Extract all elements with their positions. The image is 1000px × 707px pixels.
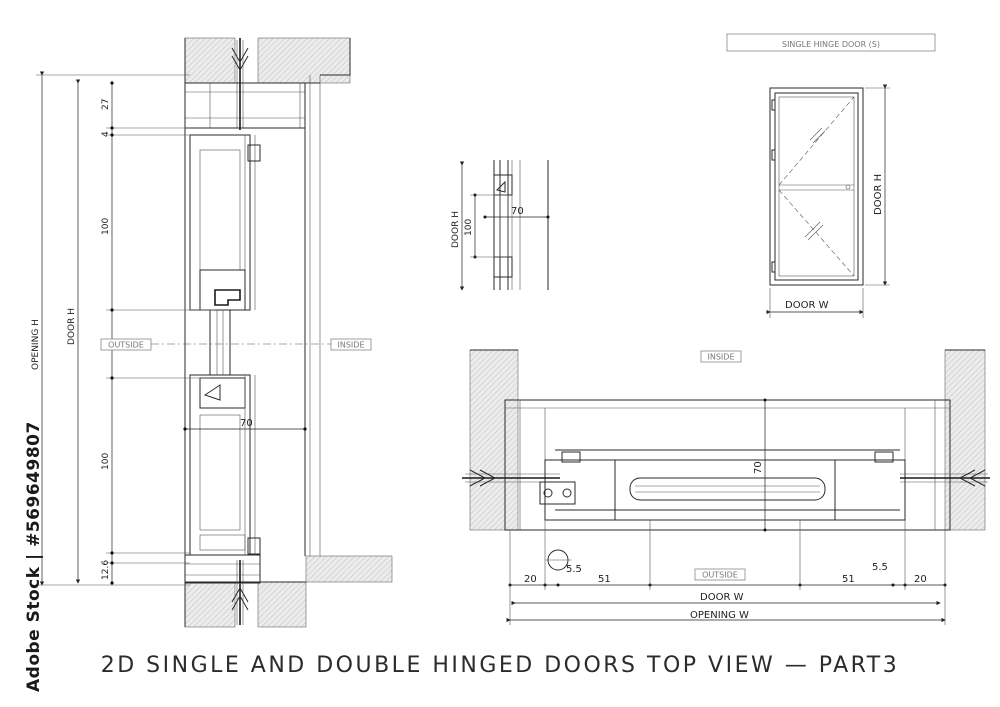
plan-door-w: DOOR W xyxy=(700,592,744,603)
wall-bottom-right xyxy=(257,581,307,628)
wall-top-right xyxy=(257,37,351,84)
plan-glazing xyxy=(629,477,826,501)
plan-leaf-right xyxy=(834,459,906,521)
outside-label-box xyxy=(100,338,152,351)
plan-outside-label: OUTSIDE xyxy=(702,571,738,580)
detail-dim-100: 100 xyxy=(464,219,474,236)
wall-bottom-left xyxy=(184,581,236,628)
plan-leaf-left xyxy=(544,459,616,521)
dim-100-bottom: 100 xyxy=(101,453,111,470)
plan-frame xyxy=(504,399,951,531)
legend-box xyxy=(726,33,936,52)
vertical-section: OPENING H DOOR H 27 4 100 100 12.6 70 OU… xyxy=(31,37,393,628)
inside-label: INSIDE xyxy=(338,341,365,350)
plan-dim-5-5-left: 5.5 xyxy=(566,564,582,575)
dim-4: 4 xyxy=(101,131,111,137)
plan-dim-70: 70 xyxy=(753,461,764,474)
floor-sill xyxy=(305,555,393,583)
frame-head xyxy=(184,82,306,129)
opening-h-label: OPENING H xyxy=(31,319,41,370)
detail-dim-70: 70 xyxy=(511,206,524,217)
frame-sill xyxy=(184,554,261,584)
plan-view: 70 20 5.5 51 51 5.5 20 DOOR W OPENING W … xyxy=(462,349,990,625)
plan-dim-51-left: 51 xyxy=(598,574,611,585)
dim-70-section: 70 xyxy=(240,418,253,429)
plan-dim-51-right: 51 xyxy=(842,574,855,585)
door-h-label: DOOR H xyxy=(67,308,77,345)
stock-watermark: Adobe Stock | #569649807 xyxy=(4,421,44,702)
watermark-text: Adobe Stock | #569649807 xyxy=(24,421,44,692)
door-leaf-upper xyxy=(189,134,251,311)
plan-opening-w: OPENING W xyxy=(690,610,749,621)
anchor-bolt-top xyxy=(231,38,249,130)
elevation-door-h: DOOR H xyxy=(873,174,884,215)
detail-section: DOOR H 100 70 xyxy=(451,160,550,291)
inside-label-box xyxy=(330,338,372,351)
anchor-bolt-bottom xyxy=(231,560,249,625)
door-elevation: DOOR H DOOR W xyxy=(766,84,890,318)
drawing-title: 2D SINGLE AND DOUBLE HINGED DOORS TOP VI… xyxy=(101,653,900,678)
door-leaf-lower xyxy=(189,374,251,556)
plan-dim-5-5-right: 5.5 xyxy=(872,562,888,573)
plan-wall-left xyxy=(469,349,519,531)
dim-100-top: 100 xyxy=(101,218,111,235)
detail-door-h: DOOR H xyxy=(451,211,461,248)
plan-inside-box xyxy=(700,350,742,363)
elevation-door-w: DOOR W xyxy=(785,300,829,311)
legend-box-label: SINGLE HINGE DOOR (S) xyxy=(782,40,880,49)
plan-wall-right xyxy=(944,349,986,531)
outside-label: OUTSIDE xyxy=(108,341,144,350)
wall-top-left xyxy=(184,37,236,84)
plan-outside-box xyxy=(694,568,746,581)
plan-dim-20-right: 20 xyxy=(914,574,927,585)
glazing-panel xyxy=(209,309,231,376)
dim-12-6: 12.6 xyxy=(101,560,111,580)
plan-dim-20-left: 20 xyxy=(524,574,537,585)
dim-27: 27 xyxy=(101,99,111,110)
plan-inside-label: INSIDE xyxy=(708,353,735,362)
